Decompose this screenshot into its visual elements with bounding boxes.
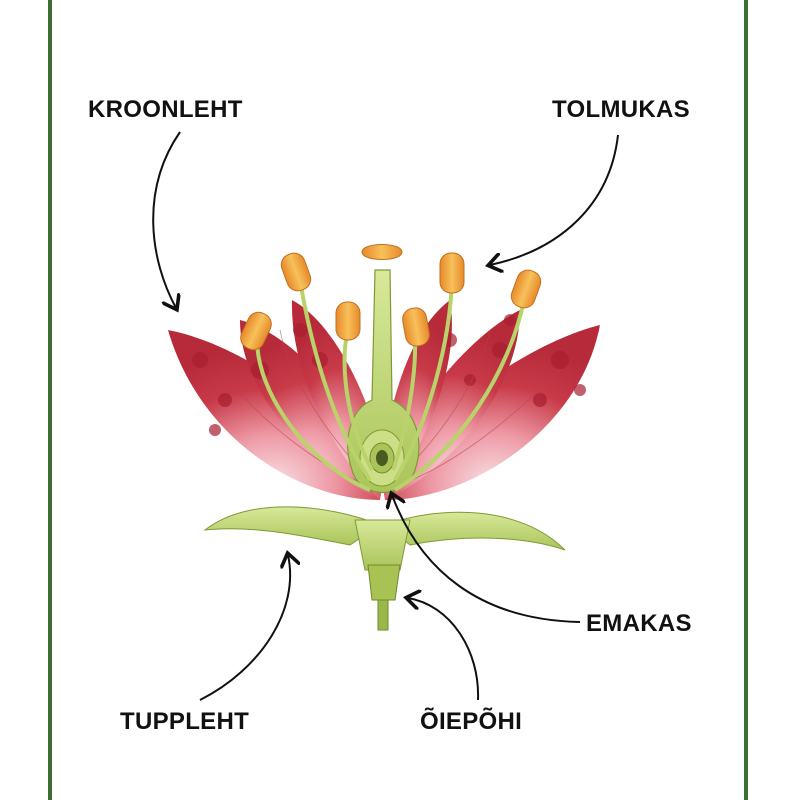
sepal-left <box>203 506 382 546</box>
anthers <box>240 252 542 351</box>
arrow-receptacle <box>408 598 480 701</box>
arrow-anther <box>490 134 619 265</box>
sepal-right <box>383 511 566 551</box>
arrow-sepal <box>199 555 290 701</box>
green-border-frame <box>48 0 748 800</box>
arrow-petal <box>152 131 180 308</box>
receptacle <box>354 519 411 631</box>
label-receptacle: ÕIEPÕHI <box>420 708 523 735</box>
sepals <box>203 506 566 551</box>
filaments <box>255 279 526 492</box>
label-pistil: EMAKAS <box>586 610 692 637</box>
pointer-arrows <box>152 131 619 701</box>
arrow-pistil <box>392 495 581 623</box>
label-anther: TOLMUKAS <box>552 96 690 123</box>
label-sepal: TUPPLEHT <box>120 708 250 735</box>
label-petal: KROONLEHT <box>88 96 243 123</box>
